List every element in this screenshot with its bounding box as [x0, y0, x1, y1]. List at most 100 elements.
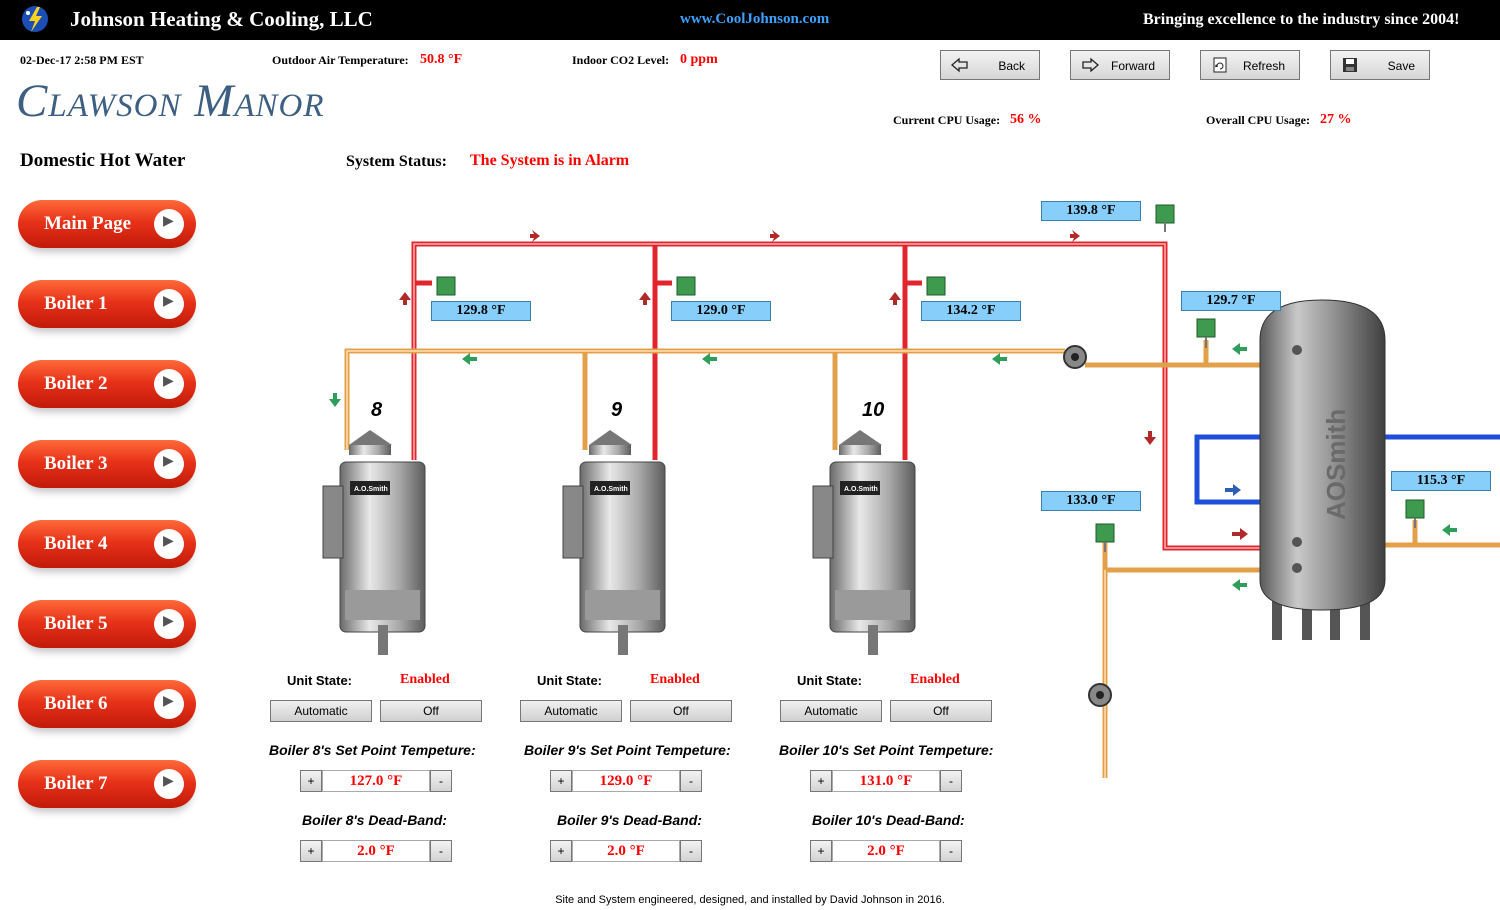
tank-return-temp-readout: 129.7 °F [1181, 291, 1281, 311]
deadband-decrease-button[interactable]: - [680, 840, 702, 862]
deadband-label: Boiler 10's Dead-Band: [812, 812, 965, 828]
sidebar-item-boiler-3[interactable]: Boiler 3 ▶ [18, 440, 196, 488]
sidebar-item-label: Boiler 1 [44, 293, 108, 314]
boiler-8-unit [322, 430, 426, 655]
setpoint-increase-button[interactable]: + [300, 770, 322, 792]
boiler-8-automatic-button[interactable]: Automatic [270, 700, 372, 722]
sidebar-item-boiler-4[interactable]: Boiler 4 ▶ [18, 520, 196, 568]
setpoint-label: Boiler 10's Set Point Tempeture: [779, 742, 994, 758]
cpu-current-value: 56 % [1010, 112, 1042, 127]
setpoint-decrease-button[interactable]: - [680, 770, 702, 792]
unit-state-label: Unit State: [287, 673, 352, 688]
chevron-right-icon: ▶ [154, 769, 184, 799]
boiler-10-off-button[interactable]: Off [890, 700, 992, 722]
boiler-10-unit [812, 430, 916, 655]
deadband-value: 2.0 °F [322, 840, 430, 862]
deadband-increase-button[interactable]: + [300, 840, 322, 862]
logo-icon [22, 6, 48, 32]
unit-state-value: Enabled [910, 672, 960, 687]
deadband-decrease-button[interactable]: - [430, 840, 452, 862]
setpoint-increase-button[interactable]: + [550, 770, 572, 792]
cpu-current-label: Current CPU Usage: [893, 113, 1001, 127]
storage-tank [1259, 299, 1386, 640]
boiler-brand-label: A.O.Smith [594, 486, 628, 493]
sidebar-item-label: Boiler 7 [44, 773, 108, 794]
deadband-label: Boiler 9's Dead-Band: [557, 812, 702, 828]
sidebar-item-label: Main Page [44, 213, 132, 234]
co2-value: 0 ppm [680, 52, 718, 67]
chevron-right-icon: ▶ [154, 449, 184, 479]
boiler-9-unit [562, 430, 666, 655]
footer-credit: Site and System engineered, designed, an… [555, 894, 945, 906]
boiler-brand-label: A.O.Smith [354, 486, 388, 493]
system-status-value: The System is in Alarm [470, 152, 630, 169]
boiler-number: 10 [862, 399, 885, 421]
system-status-label: System Status: [346, 153, 447, 170]
co2-label: Indoor CO2 Level: [572, 53, 670, 67]
supply-temp-readout: 139.8 °F [1041, 201, 1141, 221]
boiler-9-temp-readout: 129.0 °F [671, 301, 771, 321]
sidebar-item-label: Boiler 6 [44, 693, 108, 714]
sidebar-item-boiler-6[interactable]: Boiler 6 ▶ [18, 680, 196, 728]
slogan: Bringing excellence to the industry sinc… [1143, 11, 1460, 28]
boiler-8-temp-readout: 129.8 °F [431, 301, 531, 321]
sidebar-item-label: Boiler 5 [44, 613, 108, 634]
save-button[interactable]: Save [1330, 50, 1430, 80]
boiler-9-off-button[interactable]: Off [630, 700, 732, 722]
page-title: Domestic Hot Water [20, 150, 186, 171]
back-label: Back [998, 59, 1025, 73]
refresh-button[interactable]: Refresh [1200, 50, 1300, 80]
deadband-increase-button[interactable]: + [550, 840, 572, 862]
tank-brand: AOSmith [1321, 409, 1351, 520]
pump-icon [1088, 683, 1112, 707]
company-name: Johnson Heating & Cooling, LLC [70, 7, 373, 31]
setpoint-decrease-button[interactable]: - [940, 770, 962, 792]
deadband-value: 2.0 °F [572, 840, 680, 862]
back-button[interactable]: Back [940, 50, 1040, 80]
outdoor-temp-value: 50.8 °F [420, 52, 463, 67]
sidebar-item-label: Boiler 4 [44, 533, 108, 554]
forward-label: Forward [1110, 59, 1155, 73]
boiler-number: 8 [371, 399, 383, 421]
deadband-decrease-button[interactable]: - [940, 840, 962, 862]
datetime: 02-Dec-17 2:58 PM EST [20, 53, 144, 67]
website-link[interactable]: www.CoolJohnson.com [680, 11, 830, 27]
sidebar-item-boiler-2[interactable]: Boiler 2 ▶ [18, 360, 196, 408]
boiler-10-automatic-button[interactable]: Automatic [780, 700, 882, 722]
chevron-right-icon: ▶ [154, 289, 184, 319]
boiler-9-automatic-button[interactable]: Automatic [520, 700, 622, 722]
sidebar-item-boiler-5[interactable]: Boiler 5 ▶ [18, 600, 196, 648]
refresh-label: Refresh [1242, 59, 1285, 73]
boiler-10-temp-readout: 134.2 °F [921, 301, 1021, 321]
boiler-8-off-button[interactable]: Off [380, 700, 482, 722]
refresh-icon [1213, 57, 1227, 73]
setpoint-increase-button[interactable]: + [810, 770, 832, 792]
tank-out-temp-readout: 133.0 °F [1041, 491, 1141, 511]
unit-state-value: Enabled [650, 672, 700, 687]
deadband-increase-button[interactable]: + [810, 840, 832, 862]
deadband-value: 2.0 °F [832, 840, 940, 862]
forward-button[interactable]: Forward [1070, 50, 1170, 80]
sidebar-item-label: Boiler 3 [44, 453, 108, 474]
chevron-right-icon: ▶ [154, 529, 184, 559]
sidebar-item-boiler-7[interactable]: Boiler 7 ▶ [18, 760, 196, 808]
arrow-right-icon [1082, 57, 1099, 73]
unit-state-label: Unit State: [797, 673, 862, 688]
flow-arrows [329, 230, 1457, 591]
tank-cold-temp-readout: 115.3 °F [1391, 471, 1491, 491]
unit-state-value: Enabled [400, 672, 450, 687]
temperature-sensors [436, 204, 1425, 543]
pump-icon [1063, 345, 1087, 369]
site-title: Clawson Manor [16, 75, 325, 127]
setpoint-value: 127.0 °F [322, 770, 430, 792]
floppy-disk-icon [1343, 58, 1357, 72]
cpu-overall-value: 27 % [1320, 112, 1352, 127]
setpoint-decrease-button[interactable]: - [430, 770, 452, 792]
sidebar-item-boiler-1[interactable]: Boiler 1 ▶ [18, 280, 196, 328]
save-label: Save [1387, 59, 1415, 73]
sidebar-item-main-page[interactable]: Main Page ▶ [18, 200, 196, 248]
setpoint-value: 129.0 °F [572, 770, 680, 792]
cpu-overall-label: Overall CPU Usage: [1206, 113, 1310, 127]
chevron-right-icon: ▶ [154, 369, 184, 399]
